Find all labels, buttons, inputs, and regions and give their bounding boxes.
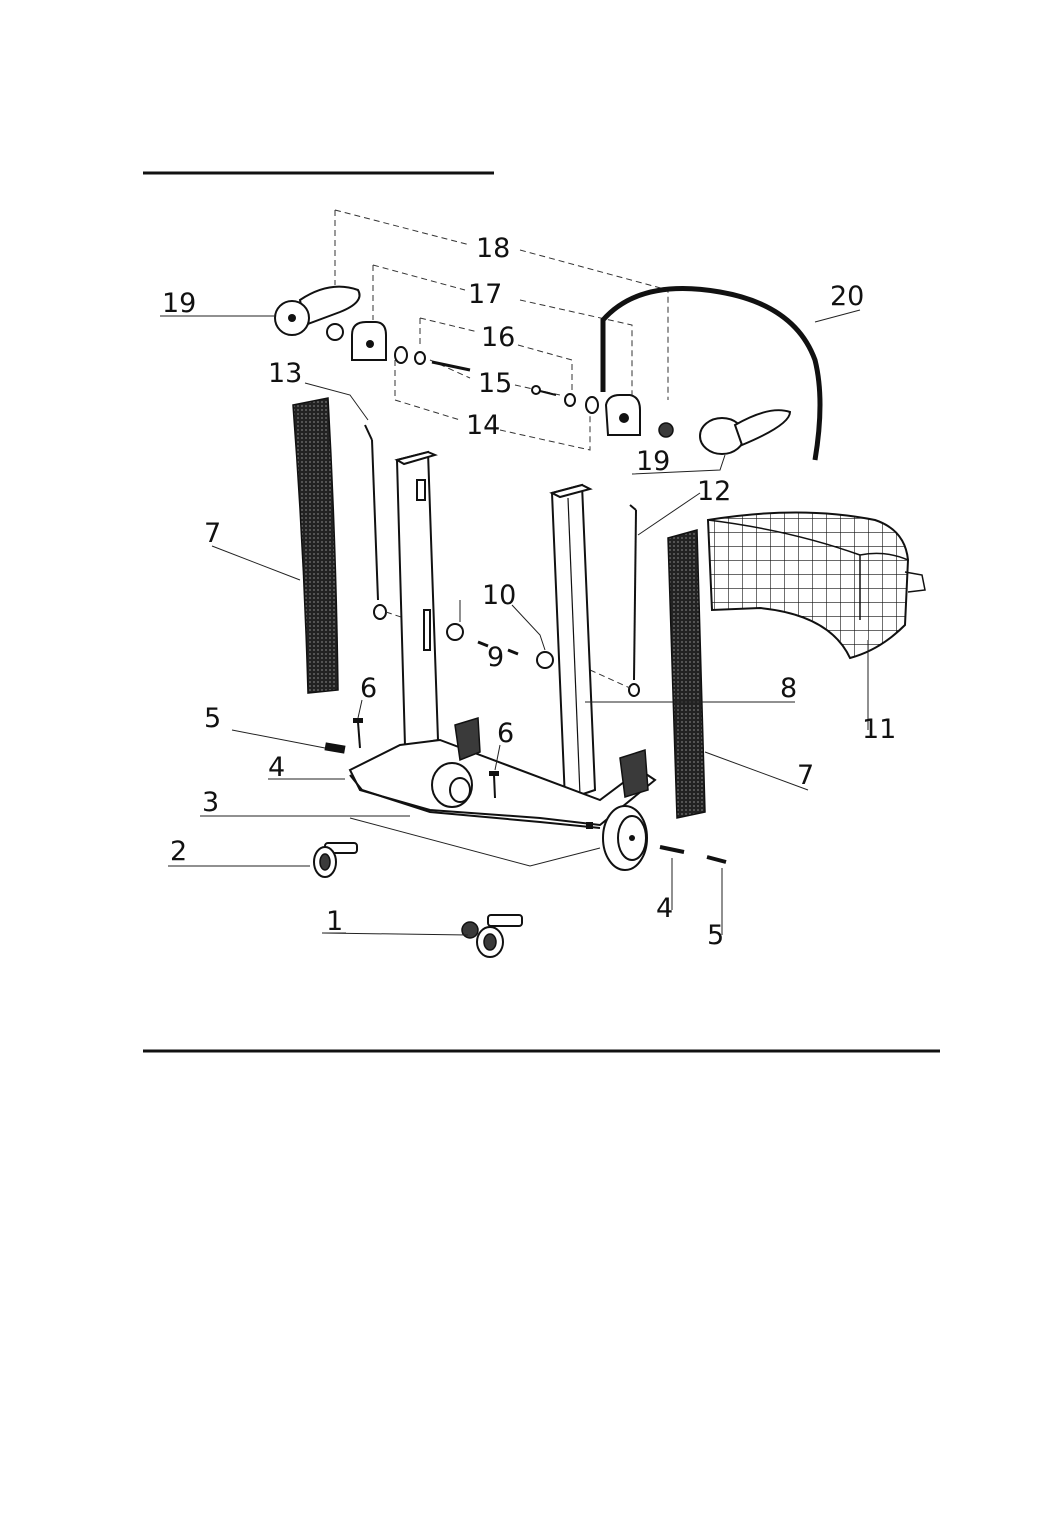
label-6a: 6 bbox=[360, 673, 377, 704]
caster-1 bbox=[462, 915, 522, 957]
upright-right bbox=[552, 485, 595, 800]
label-11: 11 bbox=[862, 714, 896, 745]
label-5b: 5 bbox=[707, 920, 724, 951]
leader-7b bbox=[705, 752, 808, 790]
label-9: 9 bbox=[487, 642, 504, 673]
knob-right bbox=[659, 410, 790, 454]
caster-2 bbox=[314, 843, 357, 877]
bracket-left bbox=[352, 322, 386, 360]
bracket-right bbox=[606, 395, 640, 435]
label-6b: 6 bbox=[497, 718, 514, 749]
label-5a: 5 bbox=[204, 703, 221, 734]
rod-right bbox=[629, 505, 639, 696]
mesh-panel-left bbox=[293, 398, 338, 693]
label-4a: 4 bbox=[268, 752, 285, 783]
wire-basket bbox=[708, 513, 925, 659]
label-7a: 7 bbox=[204, 518, 221, 549]
label-20: 20 bbox=[830, 281, 864, 312]
label-12: 12 bbox=[697, 476, 731, 507]
rod-left bbox=[365, 425, 386, 619]
bolt-left bbox=[324, 742, 345, 753]
leader-12 bbox=[638, 493, 700, 535]
label-14: 14 bbox=[466, 410, 500, 441]
label-13: 13 bbox=[268, 358, 302, 389]
label-1: 1 bbox=[326, 906, 343, 937]
upright-left bbox=[397, 452, 438, 746]
label-10: 10 bbox=[482, 580, 516, 611]
label-15: 15 bbox=[478, 368, 512, 399]
label-16: 16 bbox=[481, 322, 515, 353]
leader-3 bbox=[200, 816, 600, 866]
label-3: 3 bbox=[202, 787, 219, 818]
wheel-inner bbox=[432, 763, 472, 807]
mesh-panel-right bbox=[668, 530, 705, 818]
label-19a: 19 bbox=[162, 288, 196, 319]
rod-right-dash bbox=[590, 670, 630, 688]
label-7b: 7 bbox=[797, 760, 814, 791]
leader-7a bbox=[212, 546, 300, 580]
label-2: 2 bbox=[170, 836, 187, 867]
leader-5a bbox=[232, 730, 325, 748]
knob-left bbox=[275, 287, 360, 340]
label-19b: 19 bbox=[636, 446, 670, 477]
label-4b: 4 bbox=[656, 893, 673, 924]
axle-right bbox=[660, 847, 726, 862]
label-8: 8 bbox=[780, 673, 797, 704]
label-18: 18 bbox=[476, 233, 510, 264]
label-17: 17 bbox=[468, 279, 502, 310]
